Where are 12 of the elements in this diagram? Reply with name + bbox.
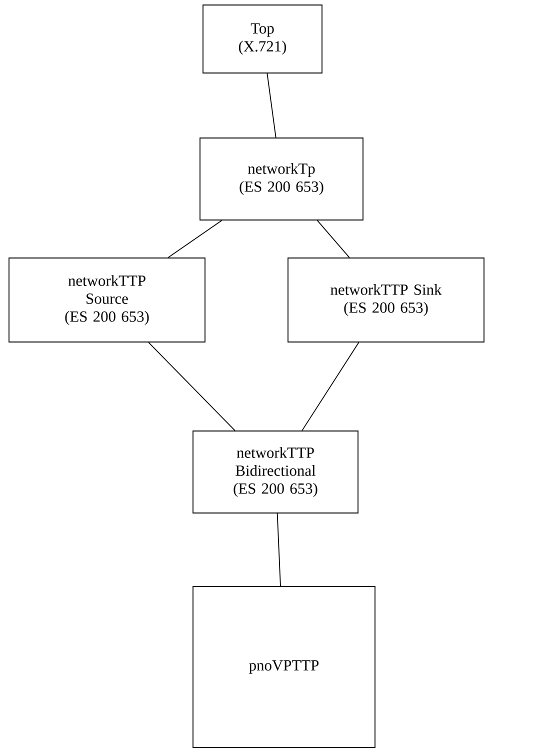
class-box: networkTTP Source (ES 200 653) xyxy=(8,258,206,342)
class-box: pnoVPTTP xyxy=(192,586,376,748)
class-box: networkTTP Sink (ES 200 653) xyxy=(288,258,484,342)
connector-line xyxy=(302,342,360,431)
connector-line xyxy=(316,220,350,258)
class-box: networkTp (ES 200 653) xyxy=(200,138,364,220)
connector-line xyxy=(148,342,236,431)
connector-line xyxy=(168,220,222,258)
connector-line xyxy=(276,513,281,586)
class-box: networkTTP Bidirectional (ES 200 653) xyxy=(192,430,358,514)
class-box: Top (X.721) xyxy=(202,4,322,74)
connector-line xyxy=(266,73,276,138)
